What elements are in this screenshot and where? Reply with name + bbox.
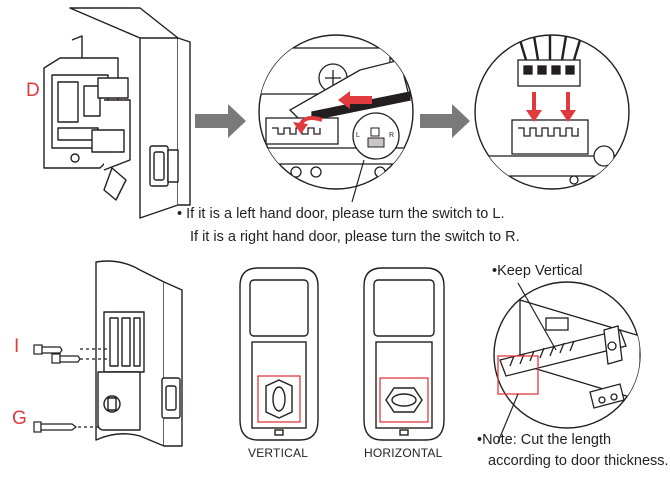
left-hand-instruction: • If it is a left hand door, please turn… [177,206,505,222]
red-arrow-left [338,91,372,109]
door-with-mounting-plate [95,260,183,447]
cut-note-leader [497,393,519,443]
step-label-i: I [14,336,20,357]
bullet: • [177,206,183,222]
keep-vertical-note: •Keep Vertical [492,263,583,279]
cut-note-line1: •Note: Cut the length [477,432,612,448]
left-hand-text: If it is a left hand door, please turn t… [186,206,505,222]
lock-face-vertical [239,267,319,441]
right-hand-instruction: If it is a right hand door, please turn … [190,229,520,245]
keep-vertical-leader [517,282,557,351]
door-with-lock-body [43,7,191,219]
red-arrow-down-left [526,110,542,122]
red-arrow-down-right [560,110,576,122]
cut-note-line2: according to door thickness. [488,453,669,469]
lock-face-horizontal [363,267,445,441]
switch-detail-circle: L R [258,34,414,203]
caption-vertical: VERTICAL [248,446,309,460]
red-arrow-curved [293,122,308,134]
caption-horizontal: HORIZONTAL [364,446,443,460]
step-label-g: G [12,408,27,429]
switch-l-label: L [356,132,360,139]
leader-line [351,159,365,203]
tailpiece-detail-circle [493,281,641,443]
process-arrow-1 [195,104,246,138]
step-label-d: D [26,80,40,101]
connector-detail-circle [474,34,630,190]
screws-i [33,344,108,364]
screw-g [33,421,100,433]
process-arrow-2 [420,104,470,138]
switch-r-label: R [389,132,394,139]
